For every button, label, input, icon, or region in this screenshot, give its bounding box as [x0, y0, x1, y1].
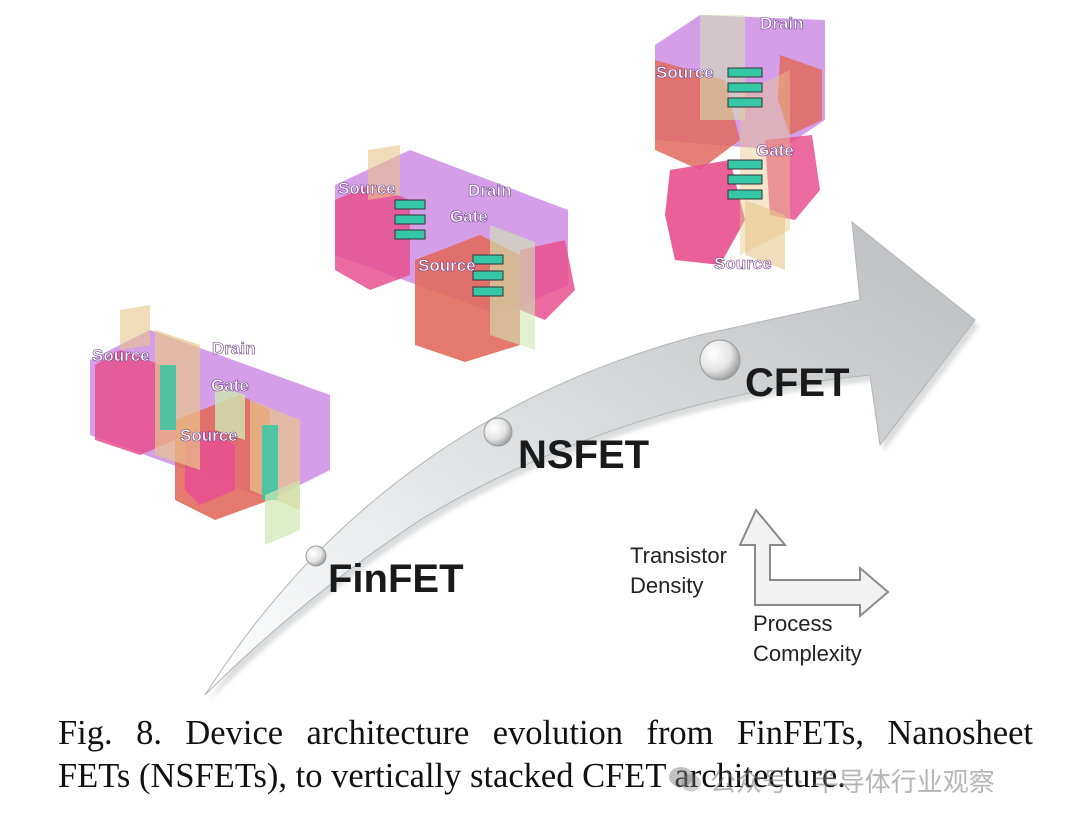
cfet-marker-icon: [699, 339, 741, 381]
nsfet-marker-icon: [483, 417, 513, 447]
stage-label-cfet: CFET: [745, 361, 849, 405]
finfet-source2-label: Source: [180, 426, 238, 445]
caption-line-1: Fig. 8. Device architecture evolution fr…: [58, 714, 1033, 752]
finfet-source-label: Source: [92, 346, 150, 365]
axes-indicator: Transistor Density Process Complexity: [630, 508, 890, 666]
cfet-source2-label: Source: [714, 254, 772, 273]
watermark: 公众号 · 半导体行业观察: [668, 762, 995, 798]
stage-label-nsfet: NSFET: [518, 433, 649, 477]
axis-vertical-label-1: Transistor: [630, 543, 727, 568]
nsfet-gate-label: Gate: [450, 207, 488, 226]
finfet-gate-label: Gate: [211, 376, 249, 395]
cfet-device: Drain Source Gate Source: [655, 14, 825, 273]
evolution-arrow: [204, 220, 979, 701]
cfet-drain-label: Drain: [760, 14, 803, 33]
axes-arrow-icon: [738, 508, 890, 619]
nsfet-drain-label: Drain: [468, 181, 511, 200]
axis-vertical-label-2: Density: [630, 573, 703, 598]
nsfet-device: Source Drain Gate Source: [335, 145, 575, 362]
nsfet-source2-label: Source: [418, 256, 476, 275]
cfet-nanosheets: [727, 67, 763, 200]
stage-label-finfet: FinFET: [328, 557, 464, 601]
figure-caption: Fig. 8. Device architecture evolution fr…: [58, 712, 1033, 798]
finfet-marker-icon: [305, 545, 327, 567]
axis-horizontal-label-2: Complexity: [753, 641, 862, 666]
caption-line-2: FETs (NSFETs), to vertically stacked CFE…: [58, 757, 846, 795]
axis-horizontal-label-1: Process: [753, 611, 832, 636]
cfet-gate-label: Gate: [756, 141, 794, 160]
finfet-device: Source Drain Gate Source: [90, 305, 330, 545]
nsfet-nanosheets: [394, 199, 504, 297]
cfet-source-label: Source: [656, 63, 714, 82]
finfet-drain-label: Drain: [212, 339, 255, 358]
nsfet-source-label: Source: [338, 179, 396, 198]
wechat-icon: [669, 767, 701, 792]
diagram-canvas: FinFET NSFET CFET Transistor Density Pro…: [90, 14, 979, 701]
watermark-text: 公众号 · 半导体行业观察: [710, 767, 995, 798]
